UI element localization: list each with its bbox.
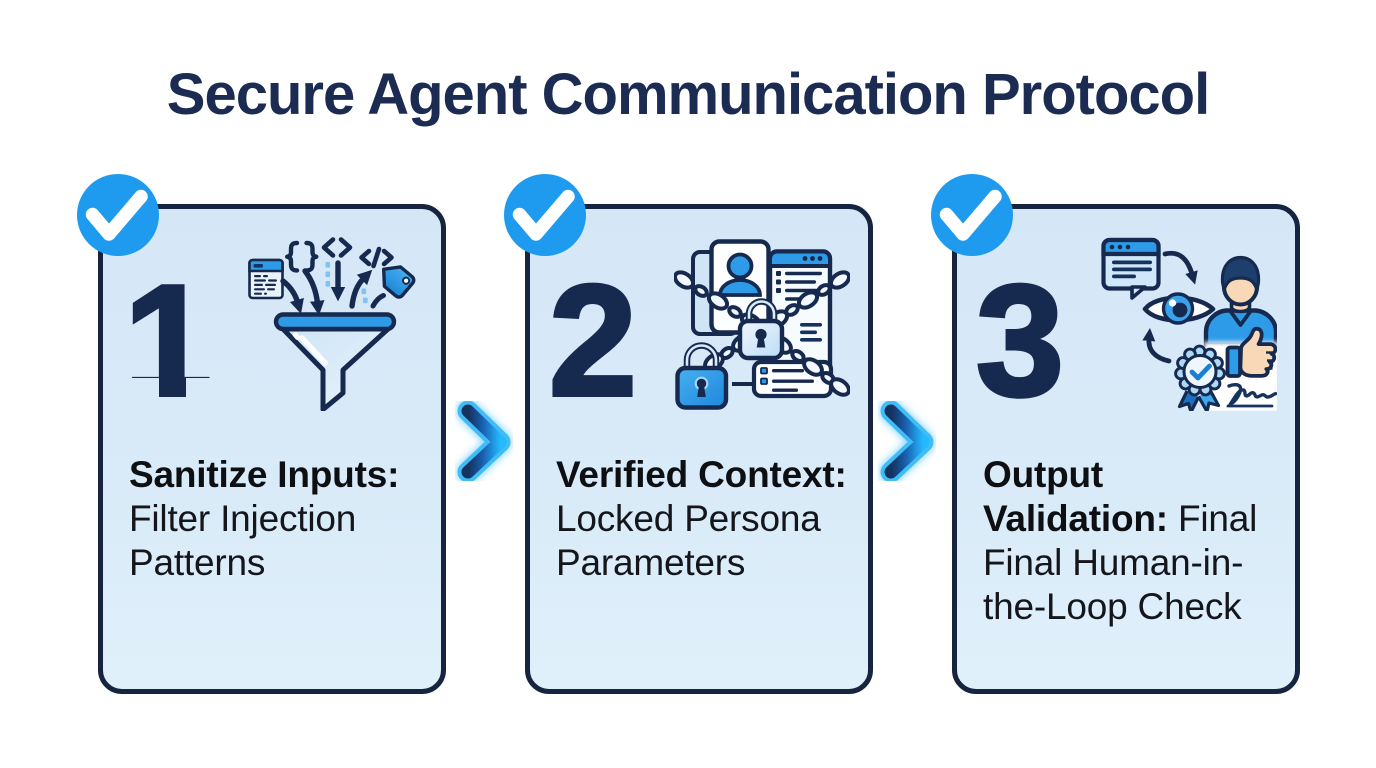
human-review-icon (1101, 235, 1277, 411)
chevron-right-icon (455, 400, 519, 483)
locked-persona-icon (674, 235, 850, 411)
step-number: 3 (974, 253, 1066, 429)
step-card-3: 3 (931, 174, 1300, 694)
step-heading: Output Validation: (983, 454, 1168, 539)
step-caption: Output Validation: Final Final Human-in-… (983, 453, 1289, 629)
step-card-2: 2 (504, 174, 873, 694)
step-body: Filter Injection Patterns (129, 498, 357, 583)
check-badge (503, 173, 587, 257)
step-heading: Verified Context: (556, 454, 847, 495)
chevron-right-icon (878, 400, 942, 483)
step-body: Locked Persona Parameters (556, 498, 821, 583)
funnel-filter-icon (247, 235, 423, 411)
step-caption: Sanitize Inputs: Filter Injection Patter… (129, 453, 435, 585)
step-number: 2 (547, 253, 639, 429)
step-number: 1 (124, 253, 212, 429)
page-title: Secure Agent Communication Protocol (166, 62, 1210, 127)
step-heading: Sanitize Inputs: (129, 454, 400, 495)
check-badge (930, 173, 1014, 257)
step-body: Final Final Human-in- the-Loop Check (983, 498, 1258, 627)
check-badge (76, 173, 160, 257)
step-caption: Verified Context: Locked Persona Paramet… (556, 453, 862, 585)
step-card-1: 1 (77, 174, 446, 694)
